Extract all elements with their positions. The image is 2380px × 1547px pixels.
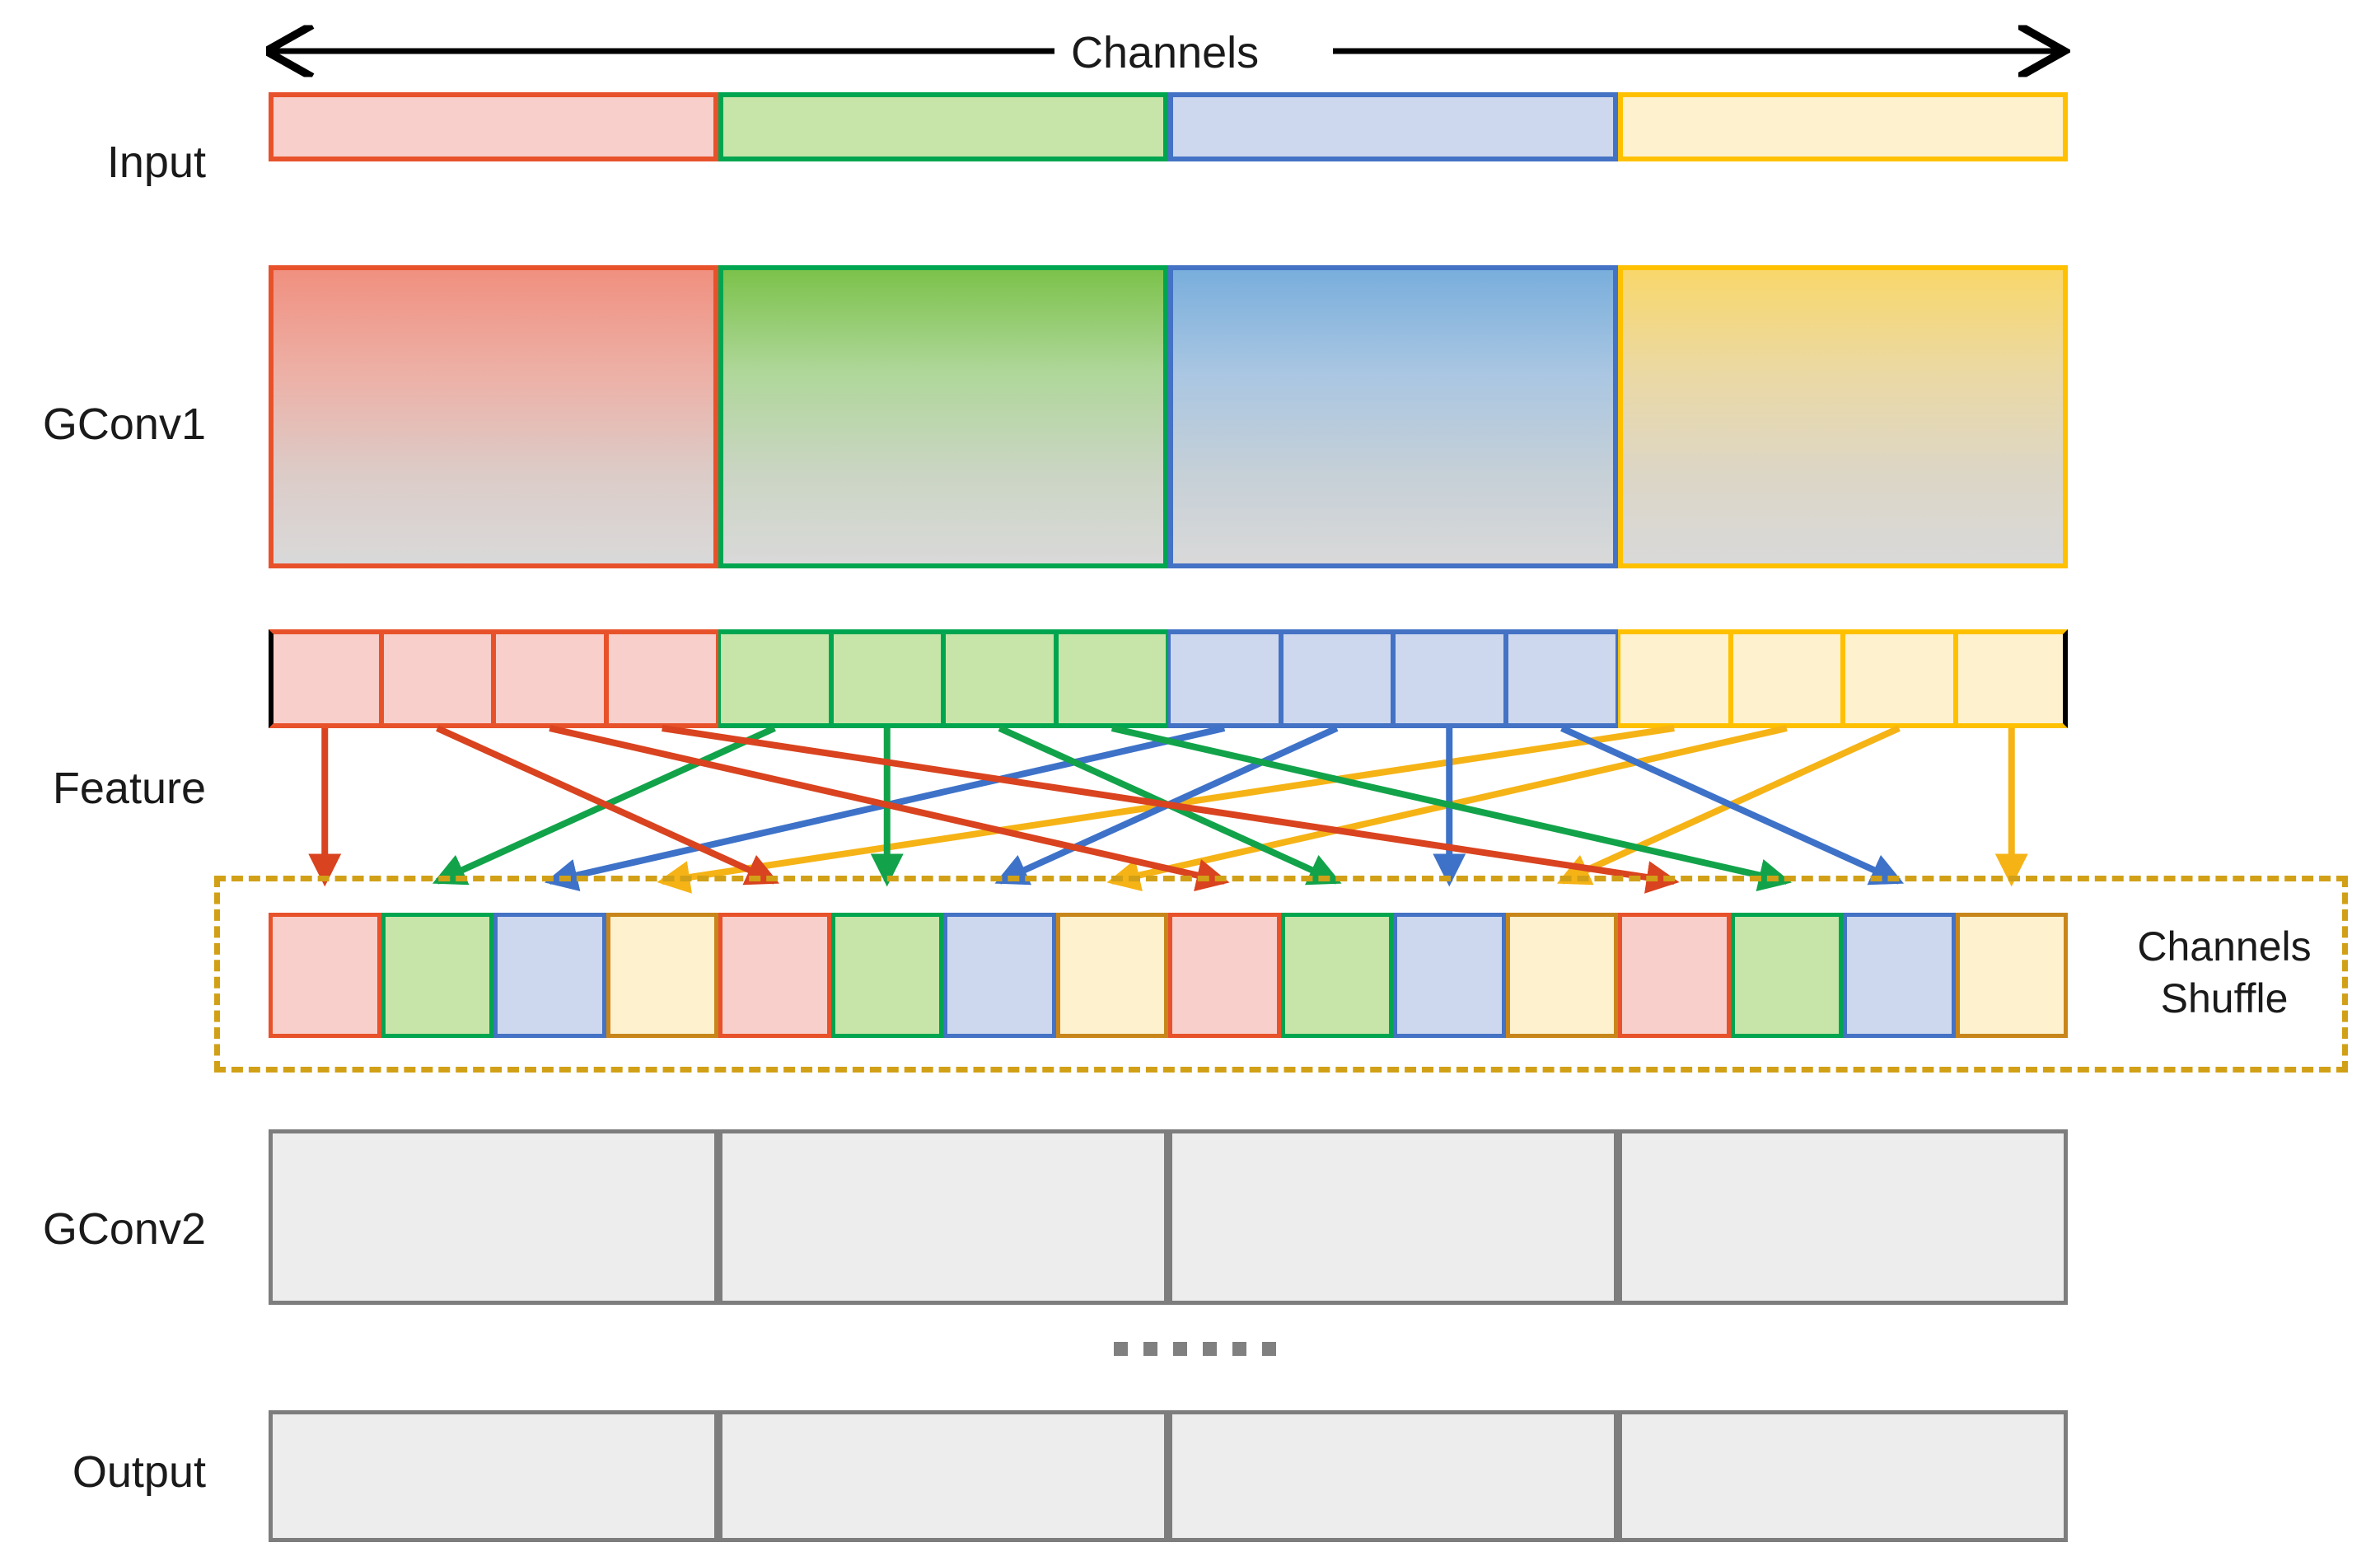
ellipsis-dot [1232, 1342, 1246, 1356]
ellipsis-dot [1203, 1342, 1217, 1356]
feature-cell-blue [1280, 629, 1393, 728]
shuffled-cell-blue [1843, 913, 1956, 1038]
shuffle-arrow-yellow [657, 725, 1675, 894]
gconv1-segment-yellow [1618, 265, 2068, 568]
shuffled-cell-green [830, 913, 943, 1038]
shuffle-arrow-red [436, 725, 780, 886]
shuffled-cell-red [718, 913, 831, 1038]
gconv2-segment-3 [1168, 1129, 1618, 1305]
feature-cell-red [606, 629, 718, 728]
shuffled-cell-red [1168, 913, 1281, 1038]
shuffle-arrow-green [998, 725, 1342, 886]
feature-cell-red [493, 629, 606, 728]
row-label-feature: Feature [52, 764, 206, 813]
shuffled-cell-green [1280, 913, 1393, 1038]
shuffle-arrow-red [549, 725, 1230, 892]
output-bar [269, 1410, 2068, 1542]
ellipsis-dot [1262, 1342, 1276, 1356]
feature-cell-yellow [1730, 629, 1843, 728]
shuffle-arrow-green [1111, 725, 1792, 892]
output-segment-3 [1168, 1410, 1618, 1542]
feature-cell-green [718, 629, 831, 728]
feature-cell-blue [1168, 629, 1281, 728]
ellipsis-dot [1114, 1342, 1128, 1356]
input-segment-blue [1168, 92, 1618, 161]
gconv1-segment-green [718, 265, 1168, 568]
shuffle-arrow-yellow [1106, 725, 1788, 892]
shuffled-cell-blue [943, 913, 1056, 1038]
shuffle-arrow-yellow [1556, 725, 1901, 886]
shuffled-cell-yellow [1505, 913, 1618, 1038]
shuffle-arrow-blue [1560, 725, 1905, 886]
ellipsis-dot [1173, 1342, 1187, 1356]
feature-cell-yellow [1618, 629, 1731, 728]
shuffle-arrow-red [662, 725, 1680, 894]
shuffled-channels-bar [269, 913, 2068, 1038]
feature-cell-red [381, 629, 493, 728]
channel-shuffle-label-line2: Shuffle [2160, 974, 2289, 1021]
shuffled-cell-blue [1393, 913, 1506, 1038]
feature-cell-green [830, 629, 943, 728]
shuffled-cell-yellow [1055, 913, 1168, 1038]
channel-shuffle-label-line1: Channels [2137, 923, 2312, 970]
feature-cell-yellow [1955, 629, 2068, 728]
shuffle-arrow-blue [545, 725, 1226, 892]
gconv1-segment-blue [1168, 265, 1618, 568]
row-label-gconv2: GConv2 [42, 1204, 206, 1254]
shuffled-cell-yellow [606, 913, 718, 1038]
shuffled-cell-blue [493, 913, 606, 1038]
feature-cell-blue [1393, 629, 1506, 728]
feature-cell-blue [1505, 629, 1618, 728]
gconv2-segment-1 [269, 1129, 718, 1305]
channel-shuffle-group-box [214, 876, 2348, 1073]
shuffled-cell-red [1618, 913, 1731, 1038]
ellipsis-dot [1143, 1342, 1157, 1356]
gconv1-bar [269, 265, 2068, 568]
gconv1-segment-red [269, 265, 718, 568]
input-segment-green [718, 92, 1168, 161]
feature-cell-red [269, 629, 381, 728]
feature-bar [269, 629, 2068, 728]
channels-axis-label: Channels [1071, 28, 1260, 77]
shuffle-arrow-green [432, 725, 776, 886]
feature-cell-green [1055, 629, 1168, 728]
ellipsis-dots [1114, 1342, 1276, 1356]
gconv2-bar [269, 1129, 2068, 1305]
shuffled-cell-red [269, 913, 381, 1038]
feature-cell-yellow [1843, 629, 1956, 728]
row-label-output: Output [72, 1447, 206, 1497]
input-segment-yellow [1618, 92, 2068, 161]
input-segment-red [269, 92, 718, 161]
shuffled-cell-green [381, 913, 493, 1038]
feature-cell-green [943, 629, 1056, 728]
shuffled-cell-yellow [1955, 913, 2068, 1038]
row-label-input: Input [106, 138, 206, 187]
channel-shuffle-label: Channels Shuffle [2117, 921, 2331, 1024]
gconv2-segment-2 [718, 1129, 1168, 1305]
output-segment-2 [718, 1410, 1168, 1542]
row-label-gconv1: GConv1 [42, 400, 206, 449]
output-segment-4 [1618, 1410, 2068, 1542]
gconv2-segment-4 [1618, 1129, 2068, 1305]
output-segment-1 [269, 1410, 718, 1542]
shuffle-arrow-blue [994, 725, 1339, 886]
shuffled-cell-green [1730, 913, 1843, 1038]
input-bar [269, 92, 2068, 161]
